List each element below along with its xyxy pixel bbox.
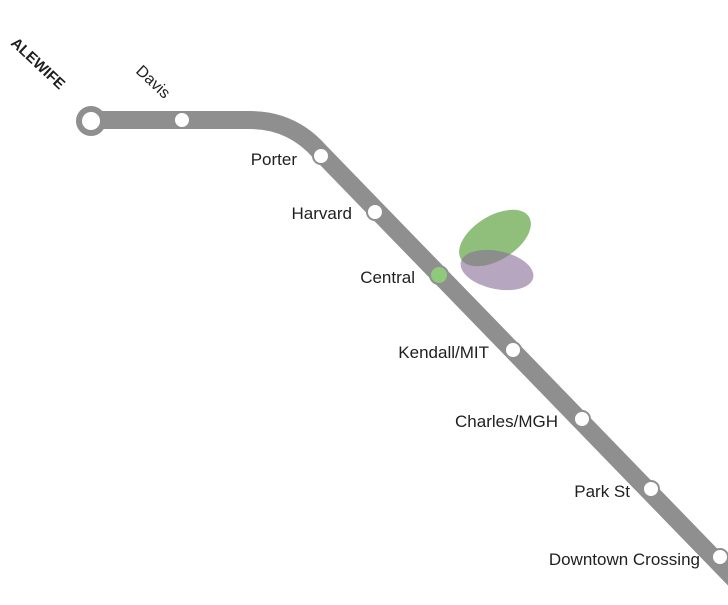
station-label-porter: Porter xyxy=(251,150,298,169)
station-label-park-st: Park St xyxy=(574,482,630,501)
station-label-downtown-crossing: Downtown Crossing xyxy=(549,550,700,569)
station-label-harvard: Harvard xyxy=(292,204,352,223)
station-marker-kendall-mit[interactable] xyxy=(504,341,522,359)
overlap-highlight-icon xyxy=(459,209,534,291)
station-marker-central[interactable] xyxy=(429,265,449,285)
station-marker-davis[interactable] xyxy=(173,111,191,129)
station-marker-downtown-crossing[interactable] xyxy=(711,548,728,566)
station-marker-charles-mgh[interactable] xyxy=(573,410,591,428)
station-label-davis: Davis xyxy=(132,62,173,102)
terminus-station-marker[interactable] xyxy=(76,106,106,136)
station-label-central: Central xyxy=(360,268,415,287)
purple-overlay-ellipse xyxy=(460,249,534,291)
station-marker-porter[interactable] xyxy=(312,147,330,165)
station-marker-park-st[interactable] xyxy=(642,480,660,498)
station-label-kendall-mit: Kendall/MIT xyxy=(398,343,489,362)
station-label-charles-mgh: Charles/MGH xyxy=(455,412,558,431)
terminus-label: ALEWIFE xyxy=(7,34,68,92)
station-marker-harvard[interactable] xyxy=(366,203,384,221)
